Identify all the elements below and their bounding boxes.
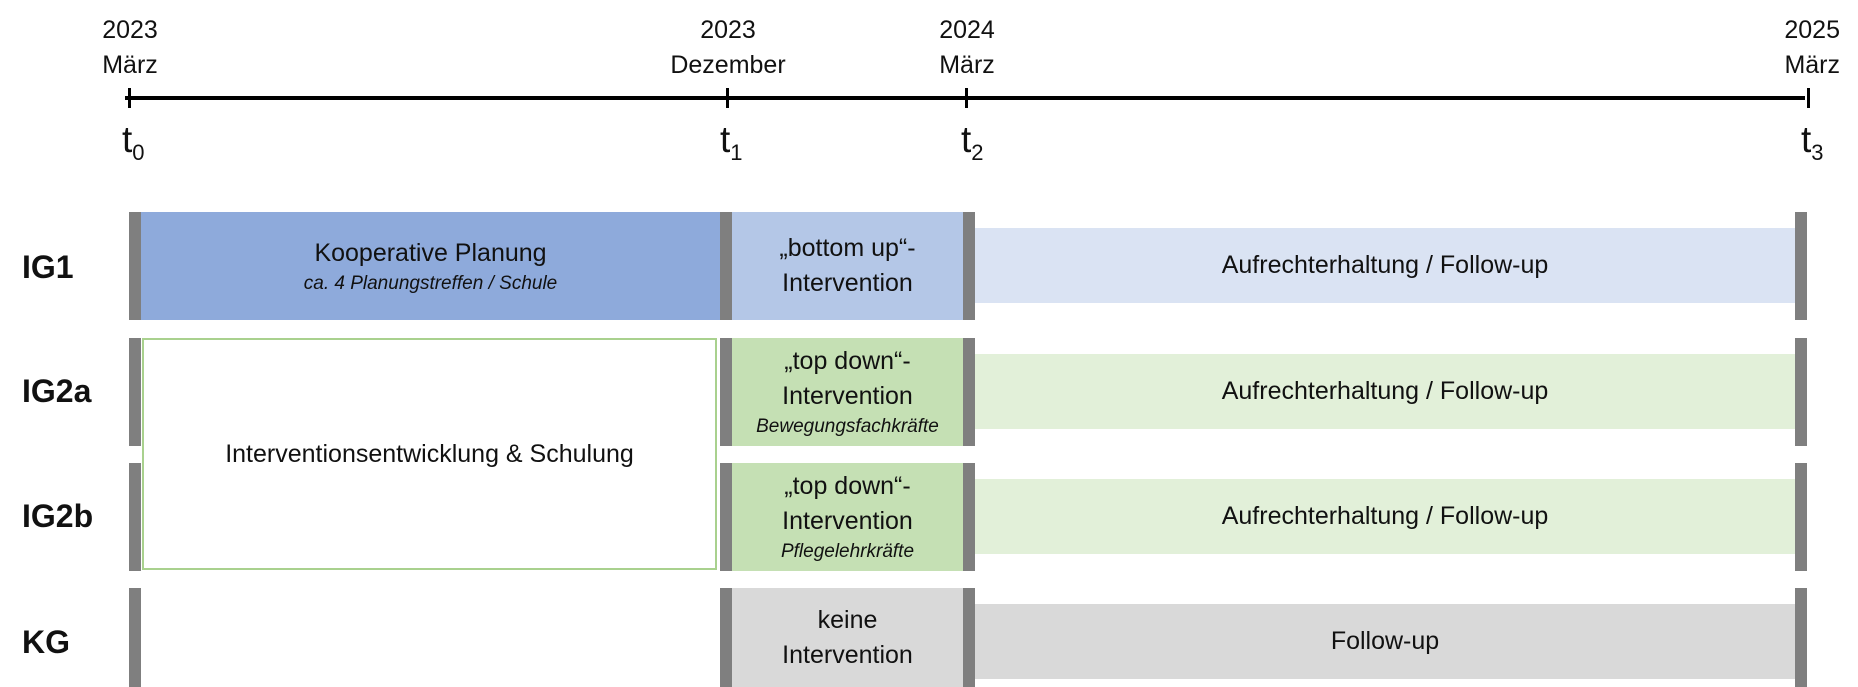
date-t2-month: März bbox=[939, 51, 995, 79]
date-t3: 2025 März bbox=[1680, 13, 1840, 83]
group-label-ig2a: IG2a bbox=[22, 373, 92, 409]
ig2a-intervention-box: „top down“- Intervention Bewegungsfachkr… bbox=[732, 338, 963, 446]
ig1-planning-box: Kooperative Planung ca. 4 Planungstreffe… bbox=[141, 212, 720, 320]
kg-intervention-line1: keine bbox=[817, 605, 878, 634]
separator-ig1-t3 bbox=[1795, 212, 1807, 320]
ig2a-intervention-line2: Intervention bbox=[782, 382, 913, 410]
date-t2: 2024 März bbox=[867, 13, 1067, 83]
date-t3-year: 2025 bbox=[1784, 16, 1840, 44]
kg-intervention-line2: Intervention bbox=[782, 640, 913, 669]
date-t1: 2023 Dezember bbox=[628, 13, 828, 83]
tick-t1 bbox=[726, 88, 729, 108]
label-t0: t0 bbox=[122, 119, 145, 165]
kg-intervention-box: keine Intervention bbox=[732, 588, 963, 687]
label-t3: t3 bbox=[1801, 119, 1824, 165]
separator-ig2b-t1 bbox=[720, 463, 732, 571]
separator-ig2a-t2 bbox=[963, 338, 975, 446]
ig2a-intervention-line1: „top down“- bbox=[784, 347, 911, 375]
date-t3-month: März bbox=[1784, 51, 1840, 79]
separator-ig1-t0 bbox=[129, 212, 141, 320]
label-t1: t1 bbox=[720, 119, 743, 165]
separator-ig2b-t2 bbox=[963, 463, 975, 571]
date-t1-month: Dezember bbox=[670, 51, 786, 79]
ig2b-intervention-subtitle: Pflegelehrkräfte bbox=[780, 541, 915, 562]
date-t0: 2023 März bbox=[30, 13, 230, 83]
separator-kg-t2 bbox=[963, 588, 975, 687]
development-training-label: Interventionsentwicklung & Schulung bbox=[225, 439, 634, 468]
separator-kg-t0 bbox=[129, 588, 141, 687]
ig2b-intervention-box: „top down“- Intervention Pflegelehrkräft… bbox=[732, 463, 963, 571]
ig1-followup-box: Aufrechterhaltung / Follow-up bbox=[975, 228, 1795, 303]
ig2a-followup-box: Aufrechterhaltung / Follow-up bbox=[975, 354, 1795, 429]
group-label-ig2b: IG2b bbox=[22, 498, 94, 534]
separator-ig2a-t0 bbox=[129, 338, 141, 446]
separator-kg-t3 bbox=[1795, 588, 1807, 687]
separator-ig1-t2 bbox=[963, 212, 975, 320]
kg-followup-box: Follow-up bbox=[975, 604, 1795, 679]
separator-ig2a-t1 bbox=[720, 338, 732, 446]
label-t2: t2 bbox=[961, 119, 984, 165]
tick-t0 bbox=[128, 88, 131, 108]
separator-ig2a-t3 bbox=[1795, 338, 1807, 446]
ig2b-followup-box: Aufrechterhaltung / Follow-up bbox=[975, 479, 1795, 554]
ig1-intervention-line1: „bottom up“- bbox=[779, 234, 916, 262]
date-t1-year: 2023 bbox=[700, 16, 756, 44]
ig2b-intervention-line2: Intervention bbox=[782, 507, 913, 535]
group-label-kg: KG bbox=[22, 624, 70, 660]
ig2b-followup-label: Aufrechterhaltung / Follow-up bbox=[1221, 502, 1549, 530]
separator-ig1-t1 bbox=[720, 212, 732, 320]
ig2a-followup-label: Aufrechterhaltung / Follow-up bbox=[1221, 377, 1549, 405]
kg-followup-label: Follow-up bbox=[1330, 627, 1440, 655]
date-t2-year: 2024 bbox=[939, 16, 995, 44]
separator-kg-t1 bbox=[720, 588, 732, 687]
group-label-ig1: IG1 bbox=[22, 249, 74, 285]
tick-t2 bbox=[965, 88, 968, 108]
ig1-intervention-line2: Intervention bbox=[782, 269, 913, 297]
separator-ig2b-t3 bbox=[1795, 463, 1807, 571]
ig1-followup-label: Aufrechterhaltung / Follow-up bbox=[1221, 251, 1549, 279]
date-t0-year: 2023 bbox=[102, 16, 158, 44]
ig1-planning-title: Kooperative Planung bbox=[314, 238, 547, 267]
date-t0-month: März bbox=[102, 51, 158, 79]
development-training-box: Interventionsentwicklung & Schulung bbox=[142, 338, 717, 570]
ig2a-intervention-subtitle: Bewegungsfachkräfte bbox=[756, 416, 939, 437]
tick-t3 bbox=[1807, 88, 1810, 108]
ig1-planning-subtitle: ca. 4 Planungstreffen / Schule bbox=[303, 272, 558, 294]
ig1-intervention-box: „bottom up“- Intervention bbox=[732, 212, 963, 320]
separator-ig2b-t0 bbox=[129, 463, 141, 571]
ig2b-intervention-line1: „top down“- bbox=[784, 472, 911, 500]
